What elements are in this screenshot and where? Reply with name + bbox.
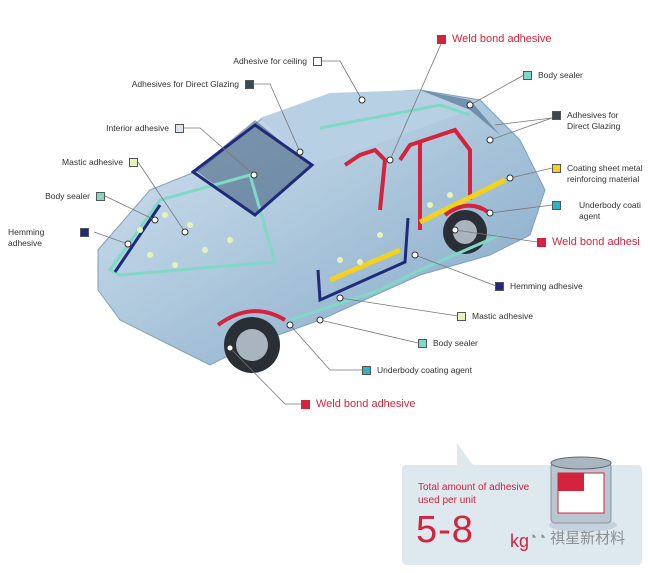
- label-sealer-right: Body sealer: [523, 70, 583, 81]
- interior-swatch: [175, 124, 184, 133]
- label-weld-bottom: Weld bond adhesive: [301, 398, 415, 411]
- coating-swatch: [552, 164, 561, 173]
- label-ceiling: Adhesive for ceiling: [233, 56, 322, 67]
- label-glazing-left: Adhesives for Direct Glazing: [132, 79, 254, 90]
- car-body: [97, 89, 546, 366]
- hemming-swatch: [80, 228, 90, 237]
- label-underbody-right: Underbody coati agent: [552, 200, 641, 222]
- label-weld-right: Weld bond adhesi: [537, 236, 640, 249]
- underbody-swatch: [362, 366, 371, 375]
- summary-unit: kg: [510, 531, 530, 551]
- sealer-swatch: [418, 339, 427, 348]
- label-underbody-bottom: Underbody coating agent: [362, 365, 472, 376]
- label-sealer-left: Body sealer: [45, 191, 105, 202]
- ceiling-swatch: [313, 57, 322, 66]
- watermark: ◔◔祺星新材料: [528, 529, 626, 547]
- summary-value: 5-8: [416, 509, 474, 551]
- label-hemming-bottom: Hemming adhesive: [495, 281, 583, 292]
- label-hemming-left: Hemming adhesive: [8, 227, 90, 249]
- label-glazing-right: Adhesives for Direct Glazing: [552, 110, 620, 132]
- label-interior: Interior adhesive: [106, 123, 184, 134]
- weld-swatch: [301, 400, 310, 409]
- glazing-swatch: [552, 111, 561, 120]
- label-weld-top: Weld bond adhesive: [437, 33, 551, 46]
- rear-window: [420, 90, 500, 135]
- wechat-icon: ◔◔: [528, 529, 547, 546]
- sealer-swatch: [96, 192, 105, 201]
- summary-title: Total amount of adhesive used per unit: [418, 482, 530, 506]
- label-mastic-left: Mastic adhesive: [62, 157, 138, 168]
- weld-swatch: [537, 238, 546, 247]
- label-sealer-bottom: Body sealer: [418, 338, 478, 349]
- adhesive-can-icon: [549, 456, 617, 532]
- mastic-swatch: [129, 158, 138, 167]
- label-mastic-bottom: Mastic adhesive: [457, 311, 533, 322]
- label-coating: Coating sheet metal reinforcing material: [552, 163, 643, 185]
- underbody-swatch: [552, 201, 561, 210]
- mastic-swatch: [457, 312, 466, 321]
- weld-swatch: [437, 35, 446, 44]
- glazing-swatch: [245, 80, 254, 89]
- hemming-swatch: [495, 282, 504, 291]
- summary-callout: Total amount of adhesive used per unit 5…: [402, 443, 642, 565]
- sealer-swatch: [523, 71, 532, 80]
